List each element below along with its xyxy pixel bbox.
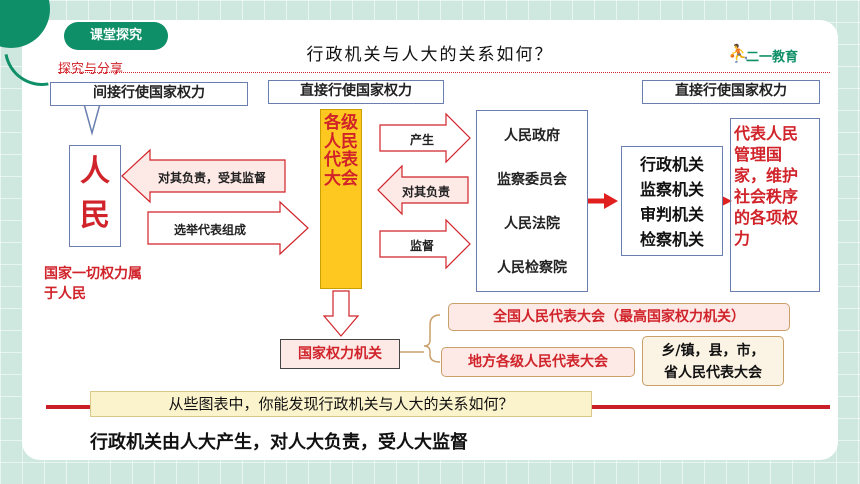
page-title: 行政机关与人大的关系如何？	[306, 45, 554, 65]
arrow-responsible-supervised	[121, 148, 286, 204]
organ: 检察机关	[639, 230, 704, 249]
state-organ: 监察委员会	[497, 172, 567, 188]
state-power-organ: 国家权力机关	[280, 339, 400, 369]
bubble-tail	[83, 103, 101, 136]
brand-logo: 二一教育	[746, 50, 799, 65]
dotted-divider	[58, 72, 830, 73]
state-organ: 人民法院	[504, 216, 560, 232]
arrow-solid-1-head	[604, 193, 618, 209]
organs-box: 行政机关 监察机关 审判机关 检察机关	[621, 146, 723, 256]
powers-box	[730, 118, 820, 292]
state-organ: 人民政府	[504, 128, 560, 144]
arrow-label-produce: 产生	[410, 133, 435, 147]
powers-text: 代表人民管理国家，维护社会秩序的各项权力	[734, 124, 799, 248]
label-direct-left: 直接行使国家权力	[268, 80, 444, 104]
arrow-produce	[379, 112, 471, 164]
arrow-label-supervise: 监督	[410, 239, 435, 253]
levels-line: 乡/镇，县，市，	[661, 343, 765, 359]
arrow-down	[322, 290, 360, 337]
organ: 审判机关	[639, 205, 704, 224]
state-organs-box: 人民政府 监察委员会 人民法院 人民检察院	[476, 110, 588, 292]
arrow-responsible	[377, 164, 469, 216]
levels-line: 省人民代表大会	[664, 365, 762, 381]
organ: 监察机关	[639, 180, 704, 199]
arrow-solid-2-head	[720, 195, 732, 207]
state-organ: 人民检察院	[497, 260, 567, 276]
arrow-label-responsible-supervised: 对其负责，受其监督	[158, 171, 267, 185]
label-direct-right: 直接行使国家权力	[642, 80, 820, 104]
arrow-label-elect: 选举代表组成	[174, 223, 247, 237]
answer-text: 行政机关由人大产生，对人大负责，受人大监督	[90, 432, 468, 453]
section-tag: 课堂探究	[64, 22, 168, 50]
runner-logo-icon: ⛹	[728, 44, 750, 64]
subtitle: 探究与分享	[58, 62, 124, 77]
local-congress-box: 地方各级人民代表大会	[441, 347, 635, 377]
organ: 行政机关	[639, 155, 704, 174]
arrow-elect	[147, 200, 309, 256]
arrow-label-responsible: 对其负责	[402, 185, 451, 199]
levels-box: 乡/镇，县，市， 省人民代表大会	[642, 336, 784, 386]
bracket	[423, 314, 441, 363]
power-belongs-text: 国家一切权力属于人民	[44, 266, 142, 302]
people-box: 人民	[69, 145, 121, 247]
npc-box: 全国人民代表大会（最高国家权力机关）	[448, 303, 790, 331]
congress-box: 各级人民代表大会	[320, 109, 362, 289]
question-banner: 从些图表中，你能发现行政机关与人大的关系如何？	[90, 391, 592, 417]
arrow-supervise	[379, 218, 471, 270]
label-indirect: 间接行使国家权力	[50, 82, 248, 106]
